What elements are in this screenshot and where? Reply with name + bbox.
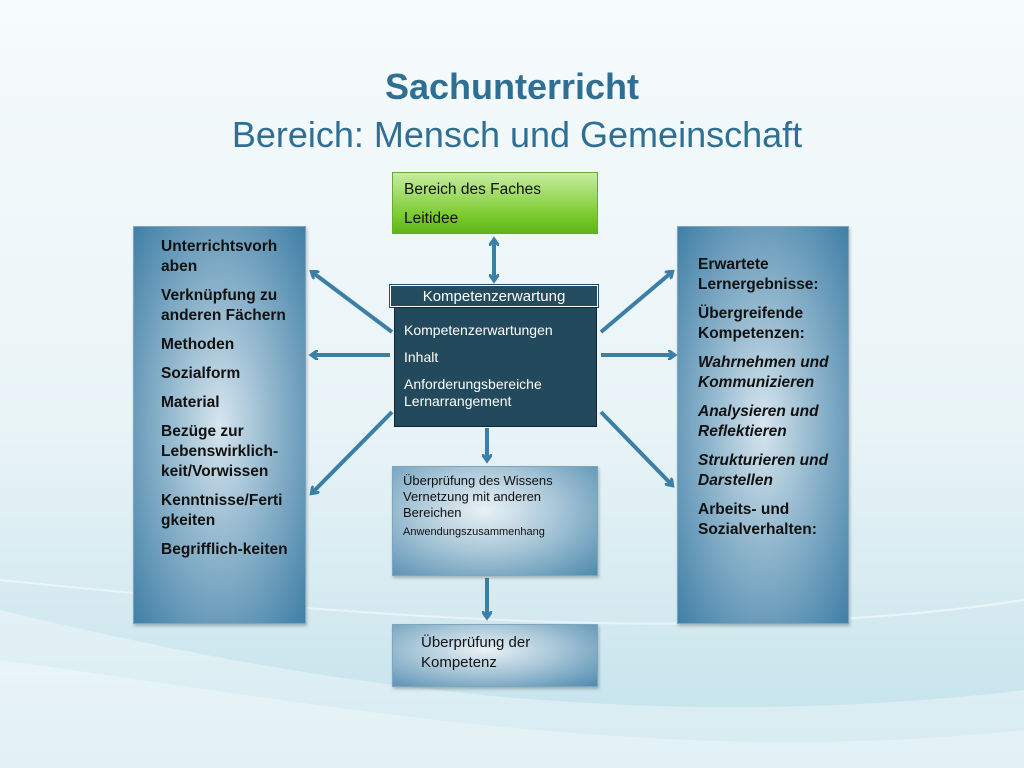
lesson-planning-box: Unterrichtsvorh aben Verknüpfung zu ande… xyxy=(133,226,306,624)
left-item: Begrifflich-keiten xyxy=(161,541,288,558)
right-item: Wahrnehmen und Kommunizieren xyxy=(698,354,829,391)
competency-item: Anforderungsbereiche xyxy=(404,376,542,392)
left-item: Bezüge zur Lebenswirklich-keit/Vorwissen xyxy=(161,423,279,480)
competency-item: Lernarrangement xyxy=(404,393,512,409)
expected-outcomes-box: Erwartete Lernergebnisse: Übergreifende … xyxy=(677,226,849,624)
left-item: Verknüpfung zu anderen Fächern xyxy=(161,287,286,324)
slide-subtitle: Bereich: Mensch und Gemeinschaft xyxy=(231,114,803,155)
arrow-left-down xyxy=(312,410,394,493)
competency-item: Kompetenzerwartungen xyxy=(404,322,553,338)
competency-header: Kompetenzerwartung xyxy=(389,284,599,308)
competency-check-box: Überprüfung der Kompetenz xyxy=(392,624,598,687)
left-item: Material xyxy=(161,394,220,411)
application-context-line: Anwendungszusammenhang xyxy=(403,526,545,538)
arrow-right-up xyxy=(599,272,672,334)
right-item: Analysieren und Reflektieren xyxy=(698,403,819,440)
arrow-right-down xyxy=(599,410,672,485)
networking-line: Vernetzung mit anderen Bereichen xyxy=(403,489,542,520)
competency-item: Inhalt xyxy=(404,349,439,365)
left-item: Methoden xyxy=(161,336,235,353)
right-item: Übergreifende Kompetenzen: xyxy=(698,305,805,342)
right-item: Arbeits- und Sozialverhalten: xyxy=(698,501,817,538)
subject-area-label: Bereich des Faches xyxy=(404,181,541,198)
knowledge-check-line: Überprüfung des Wissens xyxy=(403,473,553,488)
subject-area-box: Bereich des Faches Leitidee xyxy=(392,172,598,234)
guiding-idea-label: Leitidee xyxy=(404,210,459,227)
competency-box: Kompetenzerwartungen Inhalt Anforderungs… xyxy=(394,307,597,427)
right-item: Strukturieren und Darstellen xyxy=(698,452,829,489)
right-item: Erwartete Lernergebnisse: xyxy=(698,256,819,293)
slide-title: Sachunterricht xyxy=(384,66,640,107)
left-item: Kenntnisse/Ferti gkeiten xyxy=(161,492,283,529)
knowledge-check-box: Überprüfung des Wissens Vernetzung mit a… xyxy=(392,466,598,576)
left-item: Unterrichtsvorh aben xyxy=(161,238,278,275)
arrow-left-up xyxy=(312,272,394,334)
left-item: Sozialform xyxy=(161,365,241,382)
